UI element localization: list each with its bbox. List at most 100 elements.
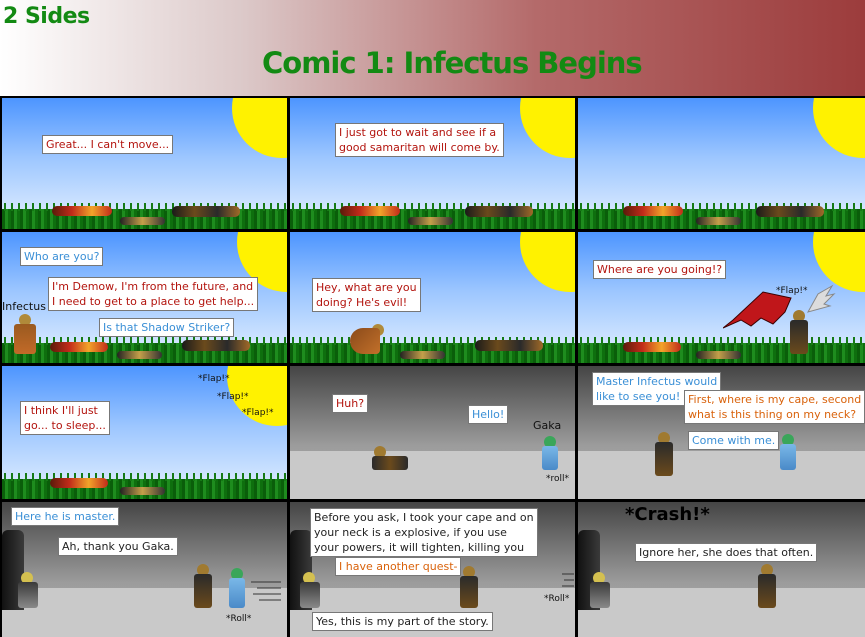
dialogue-line: Here he is master. xyxy=(15,510,116,523)
sound-effect: *roll* xyxy=(546,474,570,484)
robot-lying xyxy=(120,487,165,495)
sound-effect: *Roll* xyxy=(226,614,252,624)
speed-lines xyxy=(251,581,281,601)
sun xyxy=(520,98,575,158)
dialogue-line: First, where is my cape, second xyxy=(688,393,862,406)
demow-lying xyxy=(623,342,681,352)
gaka-figure xyxy=(227,568,247,608)
dialogue-line: Hey, what are you xyxy=(316,281,417,294)
speech-bubble: Come with me. xyxy=(688,431,780,450)
panel-1: Great... I can't move... xyxy=(2,98,287,229)
robot-lying xyxy=(117,351,162,359)
shadow-striker-lying xyxy=(475,340,543,351)
dialogue-line: Hello! xyxy=(472,408,505,421)
dialogue-line: your neck is a explosive, if you use xyxy=(314,526,507,539)
sound-effect: *Flap!* xyxy=(217,392,249,402)
robot-lying xyxy=(120,217,165,225)
floor xyxy=(578,588,865,637)
shadow-striker-lying xyxy=(756,206,824,217)
dialogue-line: Master Infectus would xyxy=(596,375,718,388)
speaker-label: Gaka xyxy=(533,419,562,432)
demow-lying xyxy=(340,206,400,216)
dialogue-line: Huh? xyxy=(336,397,365,410)
speech-bubble: Ah, thank you Gaka. xyxy=(58,537,178,556)
speech-bubble: Before you ask, I took your cape and on … xyxy=(310,508,538,557)
sound-effect: *Roll* xyxy=(544,594,570,604)
infectus-figure xyxy=(350,322,390,356)
robot-lying xyxy=(400,351,445,359)
speech-bubble: Ignore her, she does that often. xyxy=(635,543,818,562)
speech-bubble: Hello! xyxy=(468,405,509,424)
shadow-striker-lying xyxy=(182,340,250,351)
speech-bubble: Yes, this is my part of the story. xyxy=(312,612,493,631)
panel-9: Master Infectus would like to see you! F… xyxy=(578,366,865,499)
panel-11: *Roll* Before you ask, I took your cape … xyxy=(290,502,575,637)
dialogue-line: I'm Demow, I'm from the future, and xyxy=(52,280,254,293)
shadow-striker-standing xyxy=(192,564,214,610)
shadow-striker-standing xyxy=(653,432,675,478)
shadow-striker-standing xyxy=(458,566,480,610)
robot-lying xyxy=(696,217,741,225)
shadow-striker-standing xyxy=(756,564,778,610)
feather-wing xyxy=(806,284,836,313)
panel-5: Hey, what are you doing? He's evil! xyxy=(290,232,575,363)
dialogue-line: like to see you! xyxy=(596,390,681,403)
shadow-striker-lying xyxy=(465,206,533,217)
speech-bubble: I just got to wait and see if a good sam… xyxy=(335,123,504,157)
speech-bubble: I have another quest- xyxy=(335,557,462,576)
dialogue-line: Come with me. xyxy=(692,434,776,447)
speech-bubble: Here he is master. xyxy=(11,507,120,526)
dialogue-line: I need to get to a place to get help... xyxy=(52,295,255,308)
dialogue-line: Before you ask, I took your cape and on xyxy=(314,511,534,524)
dialogue-line: Ah, thank you Gaka. xyxy=(62,540,174,553)
dialogue-line: I think I'll just xyxy=(24,404,98,417)
infectus-seated xyxy=(588,572,612,610)
speech-bubble: Is that Shadow Striker? xyxy=(99,318,235,337)
speed-lines xyxy=(562,573,574,587)
sound-effect: *Flap!* xyxy=(776,286,808,296)
sun xyxy=(813,98,865,158)
dialogue-line: Ignore her, she does that often. xyxy=(639,546,814,559)
speech-bubble: Huh? xyxy=(332,394,369,413)
speech-bubble: Great... I can't move... xyxy=(42,135,174,154)
shadow-striker-figure xyxy=(788,310,810,356)
dialogue-line: Where are you going!? xyxy=(597,263,723,276)
panel-4: Infectus Who are you? I'm Demow, I'm fro… xyxy=(2,232,287,363)
dialogue-line: I just got to wait and see if a xyxy=(339,126,497,139)
crash-sound-effect: *Crash!* xyxy=(625,504,710,525)
dialogue-line: go... to sleep... xyxy=(24,419,106,432)
dialogue-line: I have another quest- xyxy=(339,560,458,573)
gaka-figure xyxy=(540,436,560,470)
demow-lying xyxy=(50,342,108,352)
demow-lying xyxy=(50,478,108,488)
infectus-seated xyxy=(16,572,40,610)
comic-header: 2 Sides Comic 1: Infectus Begins xyxy=(0,0,865,96)
panel-10: *Roll* Here he is master. Ah, thank you … xyxy=(2,502,287,637)
speech-bubble: I think I'll just go... to sleep... xyxy=(20,401,110,435)
speech-bubble: Where are you going!? xyxy=(593,260,727,279)
dialogue-line: what is this thing on my neck? xyxy=(688,408,857,421)
series-title: 2 Sides xyxy=(3,4,90,29)
sun xyxy=(232,98,287,158)
dialogue-line: doing? He's evil! xyxy=(316,296,408,309)
sound-effect: *Flap!* xyxy=(198,374,230,384)
dialogue-line: Who are you? xyxy=(24,250,100,263)
dialogue-line: your powers, it will tighten, killing yo… xyxy=(314,541,525,554)
sound-effect: *Flap!* xyxy=(242,408,274,418)
dialogue-line: Great... I can't move... xyxy=(46,138,170,151)
panel-12: *Crash!* Ignore her, she does that often… xyxy=(578,502,865,637)
infectus-figure xyxy=(12,314,38,356)
demow-lying xyxy=(52,206,112,216)
dialogue-line: Yes, this is my part of the story. xyxy=(316,615,489,628)
floor xyxy=(578,451,865,499)
panel-7: *Flap!* *Flap!* *Flap!* I think I'll jus… xyxy=(2,366,287,499)
speech-bubble: I'm Demow, I'm from the future, and I ne… xyxy=(48,277,259,311)
floor xyxy=(290,451,575,499)
panel-3 xyxy=(578,98,865,229)
sun xyxy=(520,232,575,292)
demow-lying xyxy=(623,206,683,216)
gaka-figure xyxy=(778,434,798,470)
speech-bubble: Who are you? xyxy=(20,247,104,266)
infectus-seated xyxy=(298,572,322,610)
dialogue-line: good samaritan will come by. xyxy=(339,141,500,154)
